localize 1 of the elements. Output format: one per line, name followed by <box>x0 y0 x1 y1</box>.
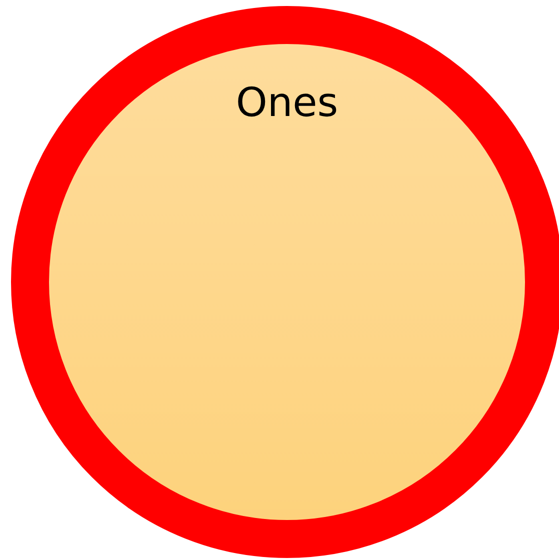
node-title: Ones <box>236 80 338 126</box>
